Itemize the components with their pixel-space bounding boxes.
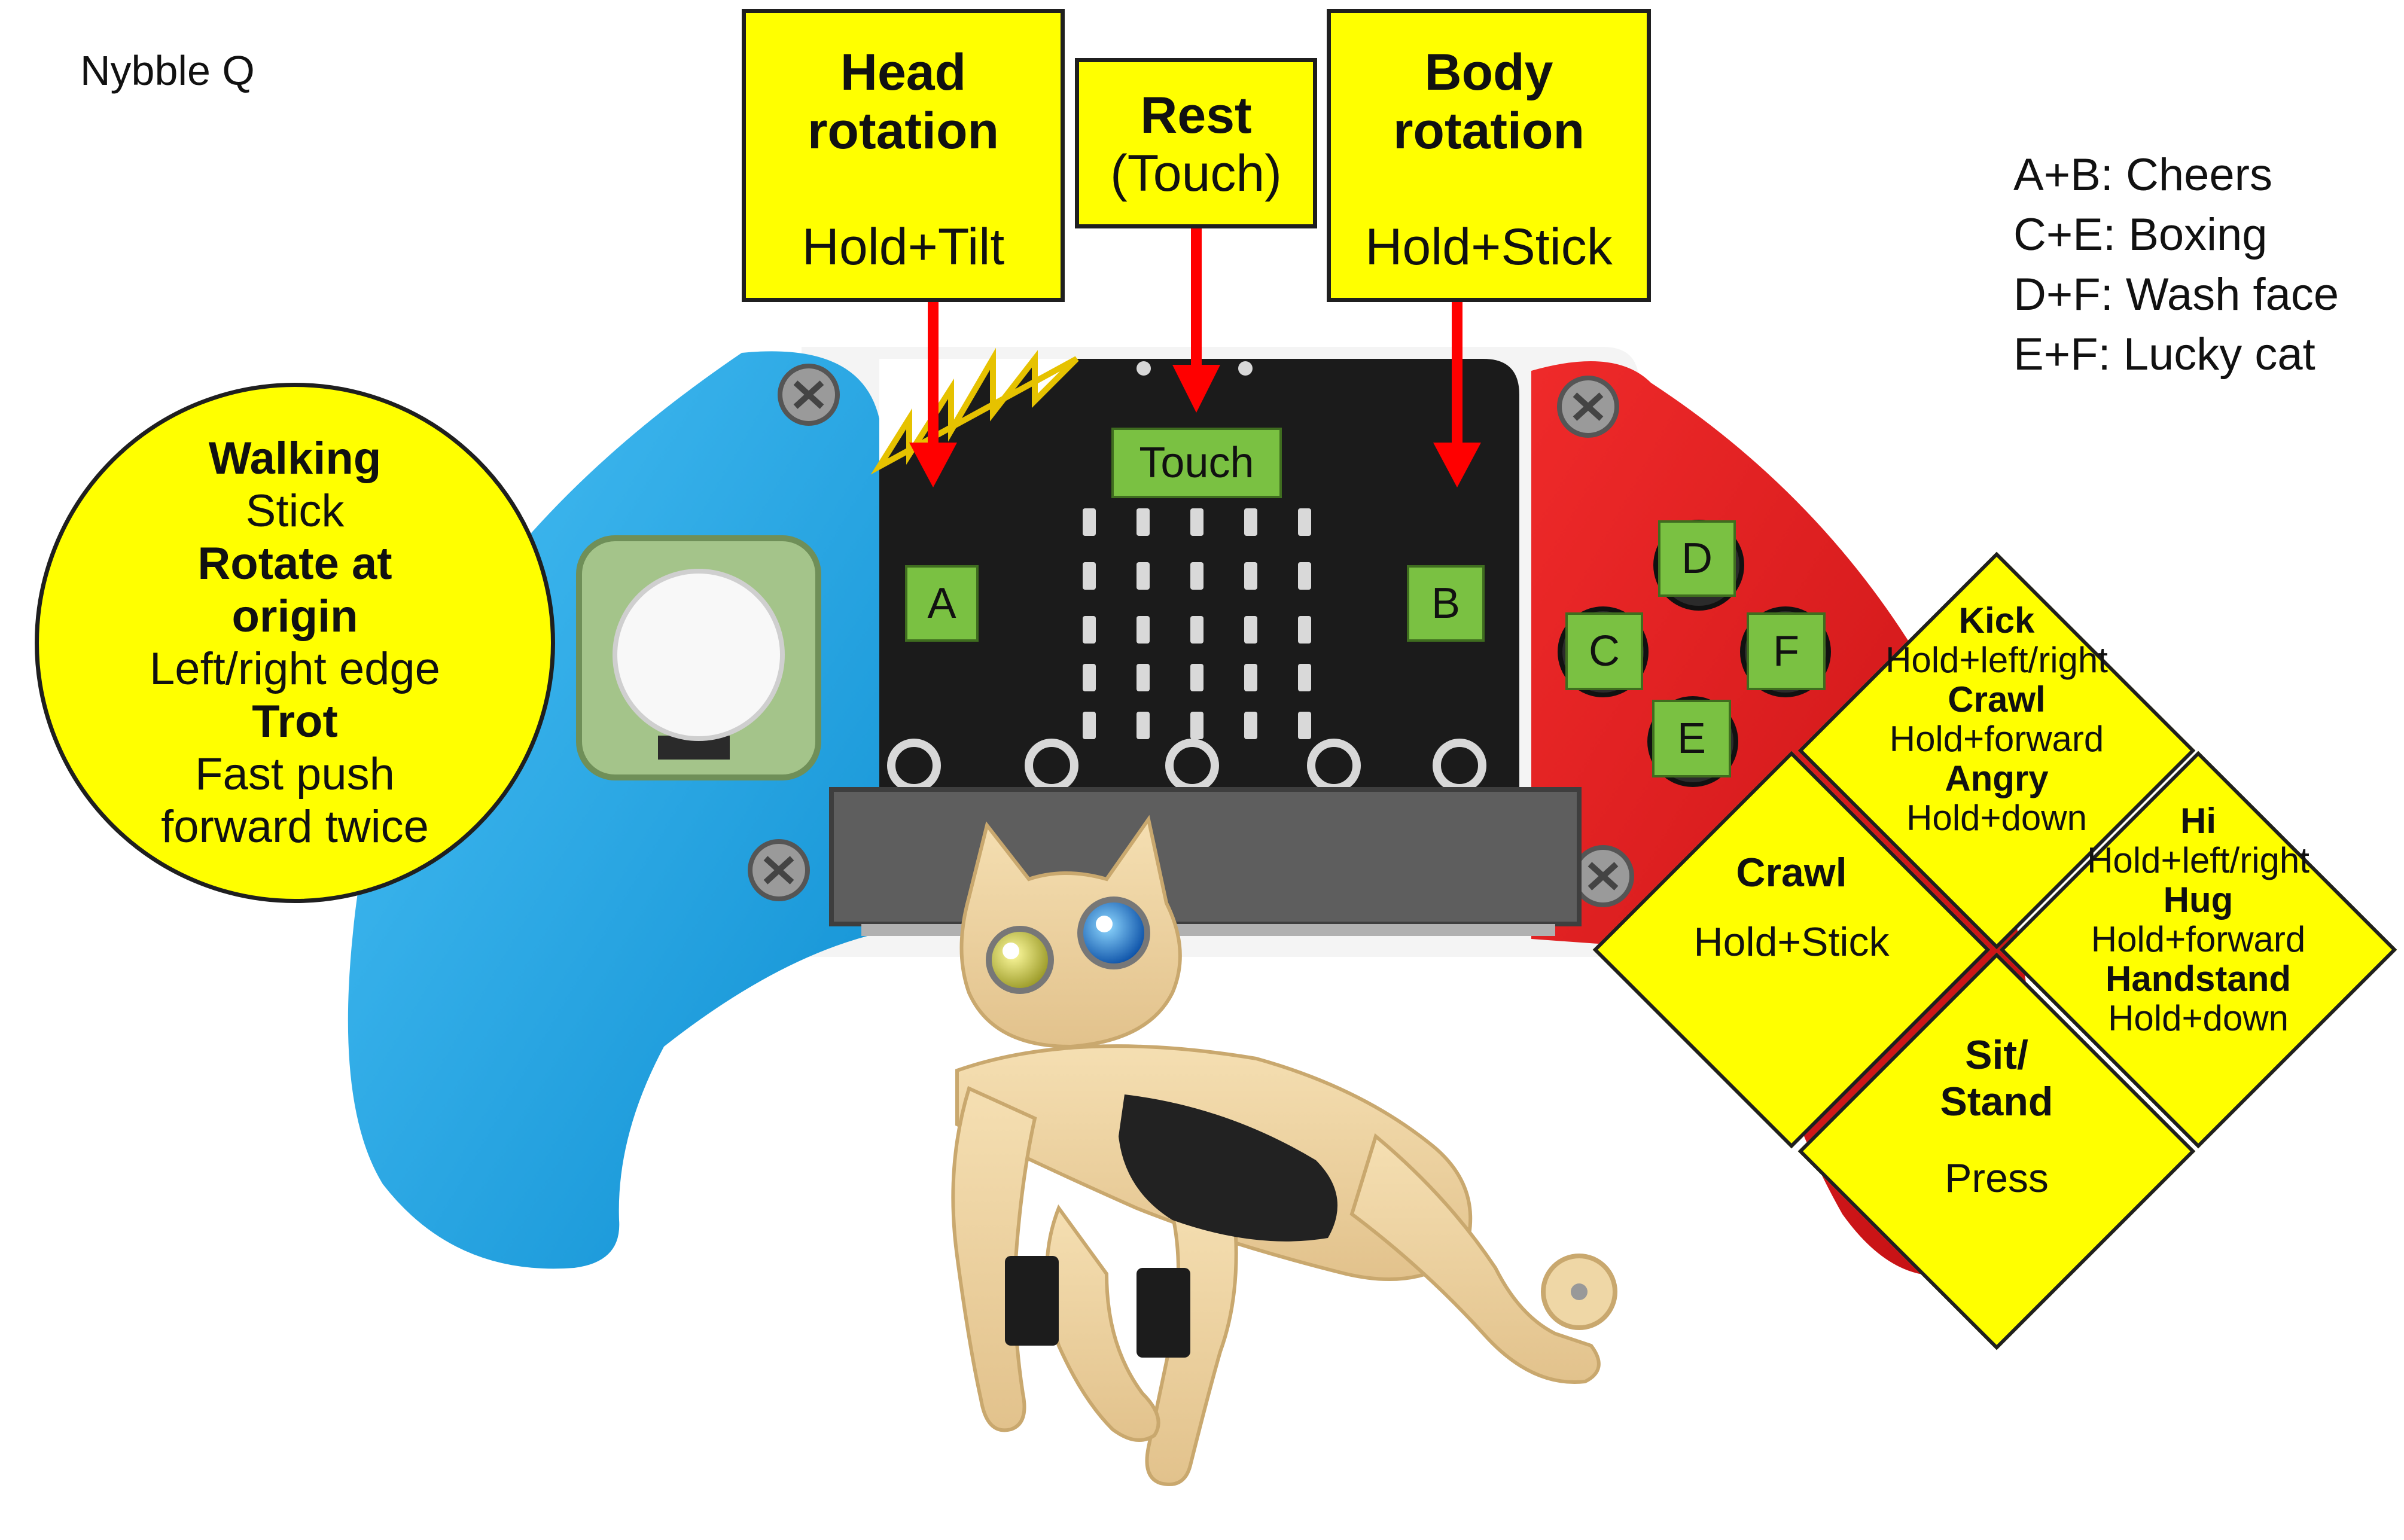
rotate-label: Rotate at: [197, 538, 392, 589]
cat-eye-left: [986, 926, 1054, 994]
sit-stand-label-2: Stand: [1940, 1079, 2053, 1124]
edge-connector: [829, 787, 1582, 926]
angry-label: Angry: [1945, 758, 2049, 798]
button-e-label: E: [1652, 700, 1731, 777]
page-title: Nybble Q: [80, 47, 255, 94]
combo-item: C+E: Boxing: [2013, 209, 2268, 260]
rotate-action: Left/right edge: [150, 644, 440, 694]
handstand-label: Handstand: [2105, 959, 2292, 999]
crawl-forward-action: Hold+forward: [1889, 719, 2104, 759]
walking-label: Walking: [208, 433, 382, 484]
combo-item: E+F: Lucky cat: [2013, 329, 2315, 380]
combo-list: A+B: Cheers C+E: Boxing D+F: Wash face E…: [2013, 145, 2339, 385]
diamond-right-text: Hi Hold+left/right Hug Hold+forward Hand…: [2073, 801, 2324, 1038]
sit-stand-action: Press: [1945, 1155, 2049, 1201]
joystick-info-circle: Walking Stick Rotate at origin Left/righ…: [35, 383, 555, 903]
joystick-cap: [613, 569, 785, 741]
cat-eye-right: [1077, 896, 1150, 969]
angry-action: Hold+down: [1906, 798, 2087, 838]
hug-label: Hug: [2163, 880, 2234, 920]
head-rotation-action: Hold+Tilt: [802, 218, 1005, 276]
kick-label: Kick: [1958, 600, 2035, 641]
touch-label: Touch: [1111, 428, 1282, 498]
diamond-top-text: Kick Hold+left/right Crawl Hold+forward …: [1871, 601, 2122, 838]
diamond-bottom-text: Sit/ Stand Press: [1877, 1032, 2116, 1201]
body-rotation-action: Hold+Stick: [1365, 218, 1613, 276]
hug-action: Hold+forward: [2091, 919, 2306, 959]
trot-action-2: forward twice: [161, 801, 429, 852]
body-rotation-title-2: rotation: [1393, 102, 1585, 160]
rest-title: Rest: [1140, 87, 1252, 144]
crawl-action: Hold+Stick: [1693, 919, 1890, 965]
body-rotation-title: Body: [1424, 44, 1553, 101]
head-rotation-box: Head rotation Hold+Tilt: [742, 9, 1065, 302]
combo-item: A+B: Cheers: [2013, 150, 2272, 200]
led-matrix: [1083, 508, 1311, 739]
button-c-label: C: [1565, 612, 1643, 690]
rotate-label-2: origin: [231, 591, 358, 642]
callout-arrows: [909, 227, 1481, 487]
diamond-left-text: Crawl Hold+Stick: [1672, 849, 1911, 965]
body-rotation-box: Body rotation Hold+Stick: [1327, 9, 1651, 302]
button-a-label: A: [905, 565, 979, 642]
rest-box: Rest (Touch): [1075, 58, 1317, 228]
button-d-label: D: [1658, 520, 1736, 597]
sit-stand-label: Sit/: [1965, 1032, 2028, 1078]
button-b-label: B: [1407, 565, 1485, 642]
trot-label: Trot: [252, 696, 338, 747]
button-f-label: F: [1747, 612, 1826, 690]
combo-item: D+F: Wash face: [2013, 269, 2339, 320]
head-rotation-title-2: rotation: [807, 102, 1000, 160]
trot-action: Fast push: [195, 749, 395, 800]
handstand-action: Hold+down: [2108, 998, 2289, 1038]
kick-action: Hold+left/right: [1885, 640, 2108, 680]
hi-label: Hi: [2180, 801, 2216, 841]
crawl-forward-label: Crawl: [1948, 679, 2046, 719]
walking-action: Stick: [245, 486, 345, 536]
crawl-label: Crawl: [1736, 850, 1847, 895]
rest-subtitle: (Touch): [1110, 145, 1282, 202]
head-rotation-title: Head: [840, 44, 967, 101]
hi-action: Hold+left/right: [2087, 840, 2309, 880]
